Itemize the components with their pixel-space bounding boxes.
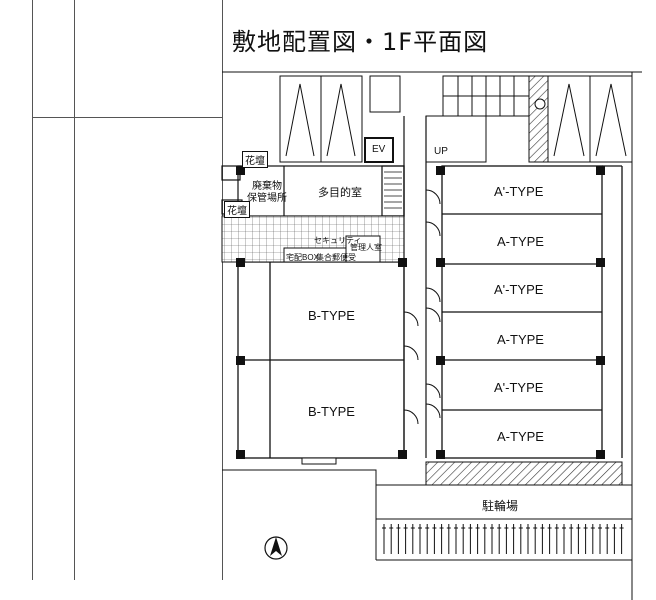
- bicycle-rack: [583, 524, 588, 554]
- sheet-frame-line-middle: [74, 0, 75, 580]
- site-boundary: [222, 71, 642, 600]
- bicycle-rack: [410, 524, 415, 554]
- bicycle-rack: [454, 524, 458, 554]
- bicycle-rack: [497, 524, 502, 554]
- hatched-strip-bottom: [425, 461, 623, 486]
- security-label: セキュリティ: [314, 236, 362, 245]
- bicycle-rack: [526, 524, 530, 554]
- bicycle-rack: [554, 524, 559, 554]
- ev-label: EV: [372, 144, 386, 155]
- manager-room-label: 管理人室: [350, 243, 382, 252]
- bicycle-rack: [590, 524, 595, 554]
- bicycle-rack: [540, 524, 545, 554]
- entrance-canopy: [301, 457, 337, 465]
- sheet-frame-line-left: [32, 0, 33, 580]
- bicycle-parking-label: 駐輪場: [482, 499, 519, 513]
- mail-corner-label: 集合郵便受: [316, 253, 356, 262]
- bicycle-rack: [547, 524, 552, 554]
- unit-label-east-1: A'-TYPE: [494, 184, 544, 199]
- waste-storage-line-2: 保管場所: [247, 193, 287, 204]
- bicycle-rack: [389, 524, 394, 554]
- multipurpose-room-label: 多目的室: [318, 187, 362, 199]
- sheet-frame-row-line: [32, 117, 222, 118]
- bicycle-rack: [432, 524, 437, 554]
- bicycle-rack: [425, 524, 430, 554]
- bicycle-rack: [461, 524, 466, 554]
- bicycle-racks: [382, 524, 624, 554]
- bicycle-rack: [482, 524, 487, 554]
- bicycle-rack: [562, 524, 566, 554]
- unit-label-west-1: B-TYPE: [308, 308, 355, 323]
- bicycle-rack: [619, 524, 624, 554]
- bicycle-rack: [418, 524, 422, 554]
- bicycle-rack: [511, 524, 516, 554]
- bicycle-rack: [468, 524, 473, 554]
- parking-row-top: [279, 75, 633, 163]
- flower-bed-label-2: 花壇: [224, 201, 250, 218]
- bicycle-rack: [598, 524, 602, 554]
- bicycle-rack: [533, 524, 538, 554]
- bicycle-rack: [382, 524, 386, 554]
- bicycle-rack: [396, 524, 401, 554]
- drain-icon: [534, 98, 546, 110]
- waste-storage-line-1: 廃棄物: [252, 181, 282, 192]
- bicycle-rack: [605, 524, 610, 554]
- unit-label-east-4: A-TYPE: [497, 332, 544, 347]
- bicycle-rack: [475, 524, 480, 554]
- hatched-area-top: [528, 75, 549, 163]
- ev-box: [364, 137, 394, 163]
- up-label: UP: [434, 146, 448, 157]
- door-swings: [403, 189, 441, 425]
- bicycle-rack: [518, 524, 523, 554]
- bicycle-rack: [446, 524, 451, 554]
- bicycle-rack: [403, 524, 408, 554]
- drawing-title: 敷地配置図・1F平面図: [232, 28, 489, 56]
- bicycle-rack: [569, 524, 574, 554]
- mailbox-label: 宅配BOX: [286, 253, 319, 262]
- unit-label-east-6: A-TYPE: [497, 429, 544, 444]
- unit-label-east-2: A-TYPE: [497, 234, 544, 249]
- north-arrow-icon: [264, 536, 288, 560]
- unit-label-east-3: A'-TYPE: [494, 282, 544, 297]
- bicycle-rack: [612, 524, 617, 554]
- sheet-frame-line-right: [222, 0, 223, 580]
- bicycle-rack: [490, 524, 494, 554]
- storage-grid-top: [369, 75, 530, 163]
- bicycle-rack: [576, 524, 581, 554]
- unit-label-east-5: A'-TYPE: [494, 380, 544, 395]
- bicycle-rack: [504, 524, 509, 554]
- west-wing: [237, 261, 405, 459]
- unit-label-west-2: B-TYPE: [308, 404, 355, 419]
- bicycle-rack: [439, 524, 444, 554]
- flower-bed-label-1: 花壇: [242, 151, 268, 168]
- east-wing: [441, 165, 623, 459]
- stairs: [384, 171, 402, 209]
- waste-storage-label: 廃棄物 保管場所: [247, 181, 287, 205]
- bicycle-parking: [375, 484, 633, 561]
- structural-columns: [236, 166, 605, 459]
